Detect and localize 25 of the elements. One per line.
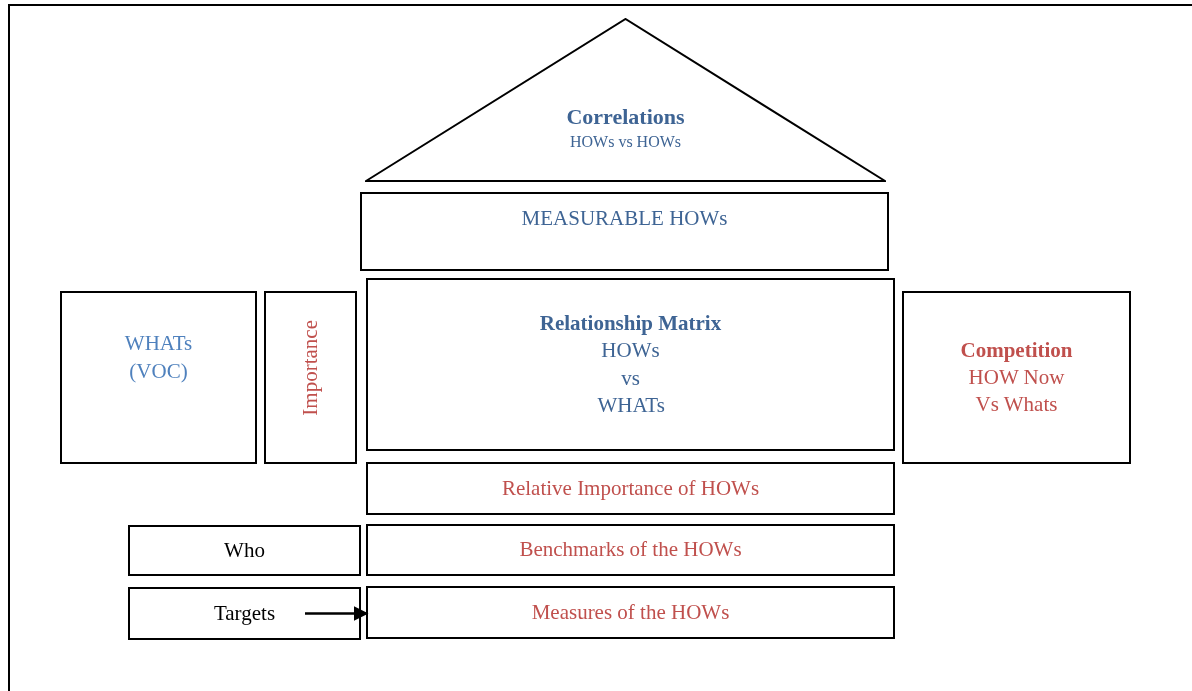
label-text: MEASURABLE HOWs xyxy=(521,204,728,232)
label-text: WHATs (VOC) xyxy=(123,330,194,385)
benchmarks-box xyxy=(366,524,895,576)
label-text: Relative Importance of HOWs xyxy=(501,474,760,502)
hows-box xyxy=(360,192,889,271)
label-text: Who xyxy=(224,536,265,564)
arrow xyxy=(305,606,369,621)
label-text: Targets xyxy=(213,599,276,627)
label-text: Benchmarks of the HOWs xyxy=(519,536,742,564)
label-text: HOWs vs HOWs xyxy=(569,131,682,152)
label-text: HOWs vs WHATs xyxy=(597,337,664,419)
whats-box xyxy=(60,291,257,464)
importance-box xyxy=(264,291,357,464)
label-text: Measures of the HOWs xyxy=(531,598,730,626)
measures-box xyxy=(366,586,895,639)
relative-importance-box xyxy=(366,462,895,515)
matrix-box xyxy=(366,278,895,451)
competition-box xyxy=(902,291,1131,464)
heading: Competition xyxy=(960,336,1073,364)
who-box xyxy=(128,525,361,576)
label-text: Importance xyxy=(296,319,323,416)
heading: Relationship Matrix xyxy=(539,309,722,337)
label-text: HOW Now Vs Whats xyxy=(968,363,1065,419)
targets-box xyxy=(128,587,361,640)
heading: Correlations xyxy=(566,103,685,132)
